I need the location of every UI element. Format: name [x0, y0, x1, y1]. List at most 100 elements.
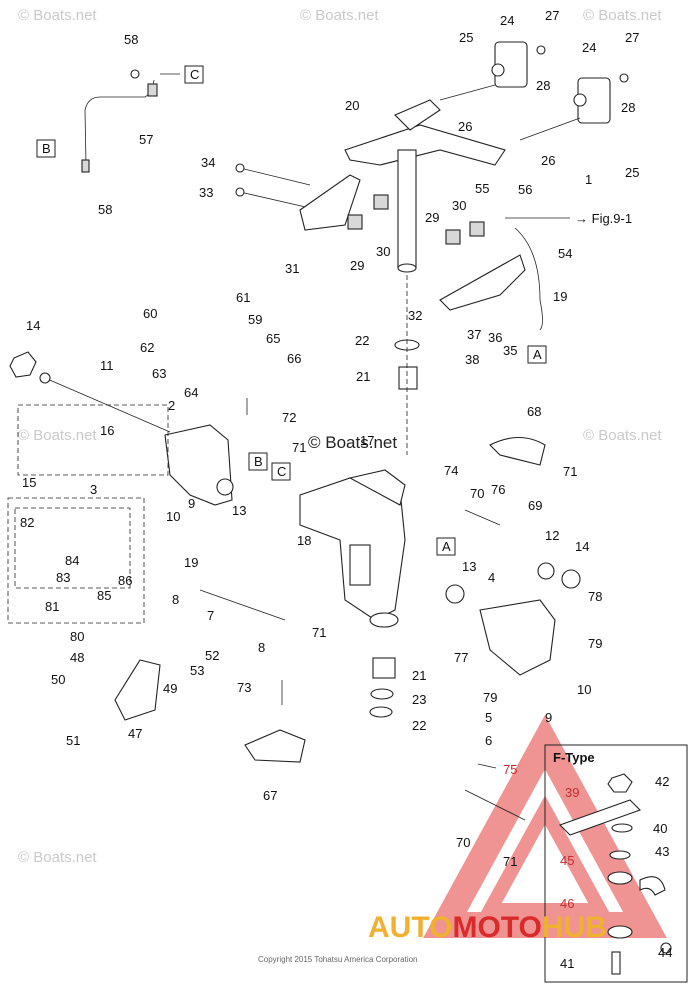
callout-78: 78 — [588, 589, 602, 604]
callout-40: 40 — [653, 821, 667, 836]
callout-28: 28 — [536, 78, 550, 93]
callout-70: 70 — [470, 486, 484, 501]
callout-29: 29 — [350, 258, 364, 273]
callout-74: 74 — [444, 463, 458, 478]
callout-59: 59 — [248, 312, 262, 327]
tilt-handle-68 — [489, 436, 546, 466]
pad-29 — [347, 214, 363, 230]
callout-25: 25 — [625, 165, 639, 180]
pad-29b — [445, 229, 461, 245]
bushing-21 — [398, 366, 418, 390]
mounts-24 — [439, 41, 629, 141]
lever-67 — [244, 729, 306, 763]
callout-37: 37 — [467, 327, 481, 342]
washer-22-lower — [369, 706, 393, 718]
callout-29: 29 — [425, 210, 439, 225]
callout-47: 47 — [128, 726, 142, 741]
callout-6: 6 — [485, 733, 492, 748]
group-81 — [14, 507, 131, 589]
callout-66: 66 — [287, 351, 301, 366]
callout-1: 1 — [585, 172, 592, 187]
ftype-nut-42 — [607, 773, 633, 793]
callout-56: 56 — [518, 182, 532, 197]
callout-77: 77 — [454, 650, 468, 665]
bracket-32 — [439, 254, 526, 311]
callout-65: 65 — [266, 331, 280, 346]
callout-15: 15 — [22, 475, 36, 490]
callout-2: 2 — [168, 398, 175, 413]
ref-box-b: B — [248, 452, 268, 471]
watermark-center: © Boats.net — [308, 433, 397, 452]
callout-16: 16 — [100, 423, 114, 438]
callout-19: 19 — [184, 555, 198, 570]
callout-86: 86 — [118, 573, 132, 588]
callout-45: 45 — [560, 853, 574, 868]
svg-text:B: B — [254, 454, 263, 469]
callout-48: 48 — [70, 650, 84, 665]
callout-13: 13 — [232, 503, 246, 518]
ftype-title: F-Type — [553, 750, 595, 765]
ref-box-a: A — [436, 537, 456, 556]
callout-30: 30 — [376, 244, 390, 259]
group-15 — [17, 404, 169, 476]
callout-26: 26 — [541, 153, 555, 168]
callout-51: 51 — [66, 733, 80, 748]
callout-14: 14 — [575, 539, 589, 554]
callout-49: 49 — [163, 681, 177, 696]
callout-12: 12 — [545, 528, 559, 543]
callout-26: 26 — [458, 119, 472, 134]
callout-layer: 1234567889910101112131314141516171819192… — [20, 8, 672, 971]
callout-84: 84 — [65, 553, 79, 568]
callout-79: 79 — [588, 636, 602, 651]
group-80 — [7, 497, 145, 624]
callout-35: 35 — [503, 343, 517, 358]
watermark-text: © Boats.net — [583, 427, 662, 444]
pad-30b — [469, 221, 485, 237]
callout-71: 71 — [292, 440, 306, 455]
callout-75: 75 — [503, 762, 517, 777]
callout-69: 69 — [528, 498, 542, 513]
callout-39: 39 — [565, 785, 579, 800]
swivel-bracket — [299, 469, 406, 628]
callout-23: 23 — [412, 692, 426, 707]
callout-76: 76 — [491, 482, 505, 497]
brand-text: AUTOMOTOHUB — [368, 911, 607, 944]
washer-23 — [370, 688, 394, 700]
ref-box-a: A — [527, 345, 547, 364]
callout-21: 21 — [356, 369, 370, 384]
callout-22: 22 — [412, 718, 426, 733]
callout-22: 22 — [355, 333, 369, 348]
callout-80: 80 — [70, 629, 84, 644]
callout-71: 71 — [563, 464, 577, 479]
callout-50: 50 — [51, 672, 65, 687]
watermark-text: © Boats.net — [300, 7, 379, 24]
callout-11: 11 — [100, 358, 114, 373]
callout-17: 17 — [360, 433, 374, 448]
watermark-text: © Boats.net — [18, 849, 97, 866]
callout-46: 46 — [560, 896, 574, 911]
callout-53: 53 — [190, 663, 204, 678]
callout-10: 10 — [166, 509, 180, 524]
callout-25: 25 — [459, 30, 473, 45]
callout-24: 24 — [500, 13, 514, 28]
callout-68: 68 — [527, 404, 541, 419]
callout-63: 63 — [152, 366, 166, 381]
svg-text:B: B — [42, 141, 51, 156]
callout-5: 5 — [485, 710, 492, 725]
callout-24: 24 — [582, 40, 596, 55]
callout-85: 85 — [97, 588, 111, 603]
svg-text:C: C — [190, 67, 199, 82]
callout-79: 79 — [483, 690, 497, 705]
callout-58: 58 — [124, 32, 138, 47]
callout-42: 42 — [655, 774, 669, 789]
callout-41: 41 — [560, 956, 574, 971]
pad-30 — [373, 194, 389, 210]
callout-30: 30 — [452, 198, 466, 213]
callout-58: 58 — [98, 202, 112, 217]
callout-33: 33 — [199, 185, 213, 200]
callout-70: 70 — [456, 835, 470, 850]
ftype-inset — [544, 744, 688, 983]
callout-9: 9 — [545, 710, 552, 725]
callout-14: 14 — [26, 318, 40, 333]
